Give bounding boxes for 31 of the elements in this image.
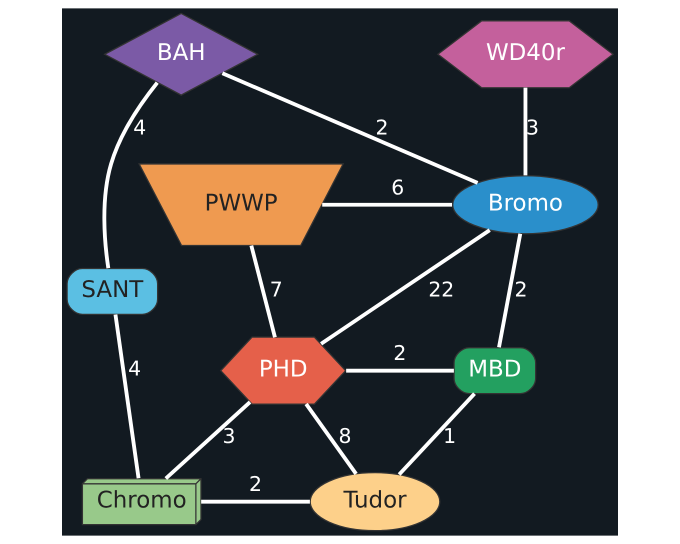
edge-label: 3 [526, 115, 539, 140]
edge-label: 7 [270, 277, 283, 302]
connector [322, 202, 452, 207]
connector [114, 314, 140, 478]
connector [102, 82, 159, 268]
node-box: MBD [453, 347, 536, 394]
node-diamond: BAH [103, 12, 260, 96]
edge-label: 4 [128, 356, 142, 380]
edge-label: 22 [428, 277, 454, 302]
edge-label: 3 [222, 424, 236, 448]
connector [304, 402, 358, 475]
connector [524, 88, 528, 176]
connector [497, 233, 522, 348]
connector [222, 72, 478, 185]
node-ellipse: Bromo [452, 175, 599, 234]
node-ellipse: Tudor [310, 472, 440, 532]
edge-label: 2 [376, 115, 388, 140]
connector [201, 500, 310, 504]
edge-label: 2 [249, 472, 262, 496]
connector [320, 228, 491, 346]
edge-label: 8 [338, 424, 352, 448]
connector [346, 368, 454, 373]
edge-label: 2 [393, 341, 406, 366]
connector [249, 245, 277, 338]
edge-label: 1 [443, 424, 456, 448]
connector [398, 392, 476, 476]
connector [164, 400, 252, 480]
edge-label: 4 [133, 115, 146, 140]
node-box: SANT [66, 268, 158, 316]
edge-label: 2 [514, 277, 528, 302]
edge-label: 6 [391, 175, 404, 200]
